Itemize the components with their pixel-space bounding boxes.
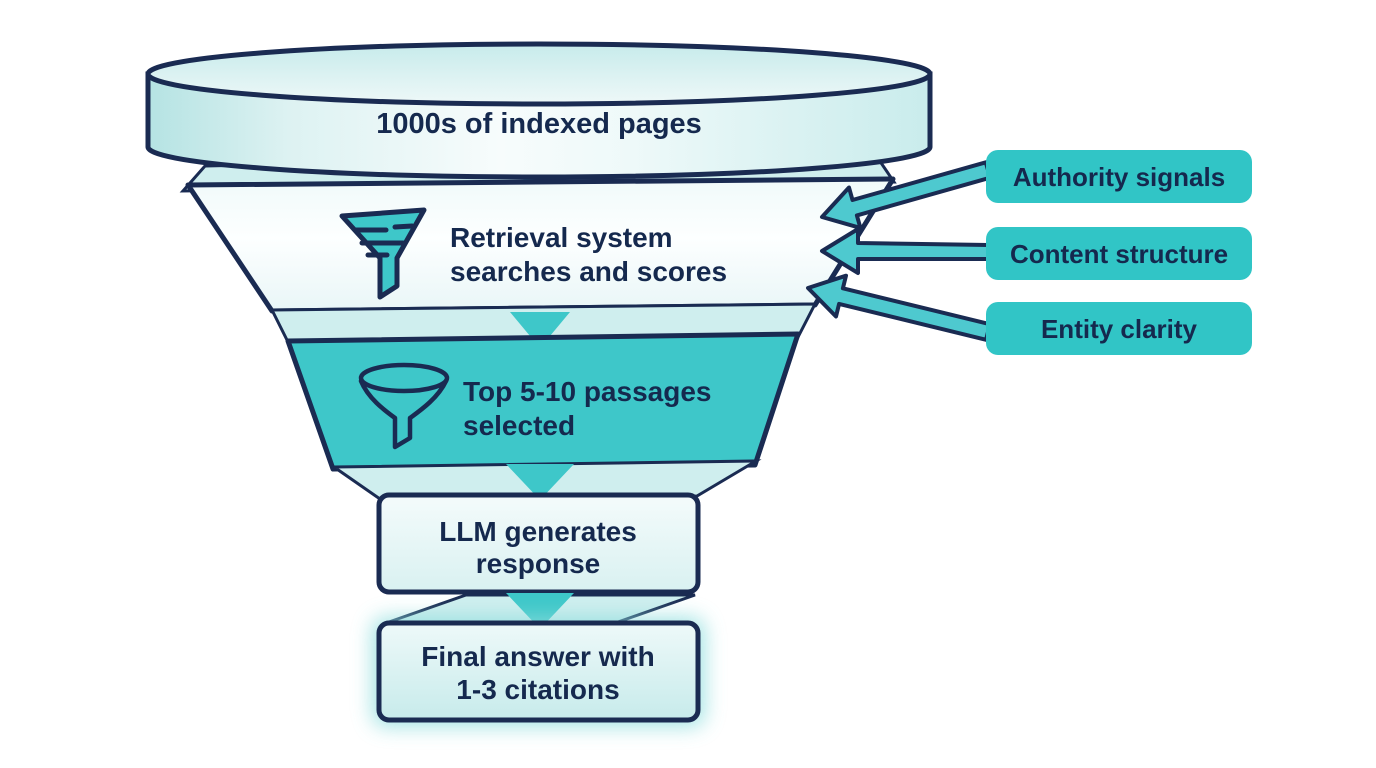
funnel-outline-icon bbox=[358, 362, 450, 450]
arrow-left-icon bbox=[820, 160, 993, 230]
signal-labels: Authority signals Content structure Enti… bbox=[986, 150, 1252, 355]
stage-label-line2: selected bbox=[463, 410, 575, 441]
arrow-down-icon bbox=[510, 312, 570, 348]
stage-label-line1: Final answer with bbox=[421, 641, 654, 672]
funnel-filter-icon bbox=[339, 207, 427, 300]
stage-label-line2: response bbox=[476, 548, 601, 579]
arrow-left-icon bbox=[820, 227, 990, 275]
signal-label: Authority signals bbox=[1013, 162, 1225, 192]
stage-label: 1000s of indexed pages bbox=[376, 108, 702, 140]
stage-label-line1: LLM generates bbox=[439, 516, 637, 547]
signal-arrows bbox=[806, 160, 993, 342]
arrow-left-icon bbox=[806, 273, 992, 342]
signal-label: Entity clarity bbox=[1041, 314, 1198, 344]
stage-indexed-pages: 1000s of indexed pages bbox=[145, 41, 933, 180]
signal-content-structure: Content structure bbox=[986, 227, 1252, 280]
signal-box bbox=[986, 227, 1252, 280]
stage-retrieval-system: Retrieval system searches and scores bbox=[185, 176, 896, 314]
stage-label-line1: Top 5-10 passages bbox=[463, 376, 711, 407]
stage-llm-response: LLM generates response bbox=[376, 492, 701, 595]
stage-label-line1: Retrieval system bbox=[450, 222, 673, 253]
signal-entity-clarity: Entity clarity bbox=[986, 302, 1252, 355]
stage-label-line2: searches and scores bbox=[450, 256, 727, 287]
signal-authority: Authority signals bbox=[986, 150, 1252, 203]
arrow-down-icon bbox=[506, 464, 574, 500]
stage-passages-selected: Top 5-10 passages selected bbox=[285, 331, 801, 472]
cylinder-top bbox=[145, 41, 933, 107]
signal-box bbox=[986, 150, 1252, 203]
signal-box bbox=[986, 302, 1252, 355]
llm-box bbox=[376, 492, 701, 595]
signal-label: Content structure bbox=[1010, 239, 1228, 269]
funnel-tier-3 bbox=[285, 331, 801, 472]
stage-final-answer: Final answer with 1-3 citations bbox=[372, 617, 705, 727]
stage-label-line2: 1-3 citations bbox=[456, 674, 619, 705]
final-answer-box bbox=[376, 620, 701, 723]
arrow-down-icon bbox=[506, 593, 574, 629]
